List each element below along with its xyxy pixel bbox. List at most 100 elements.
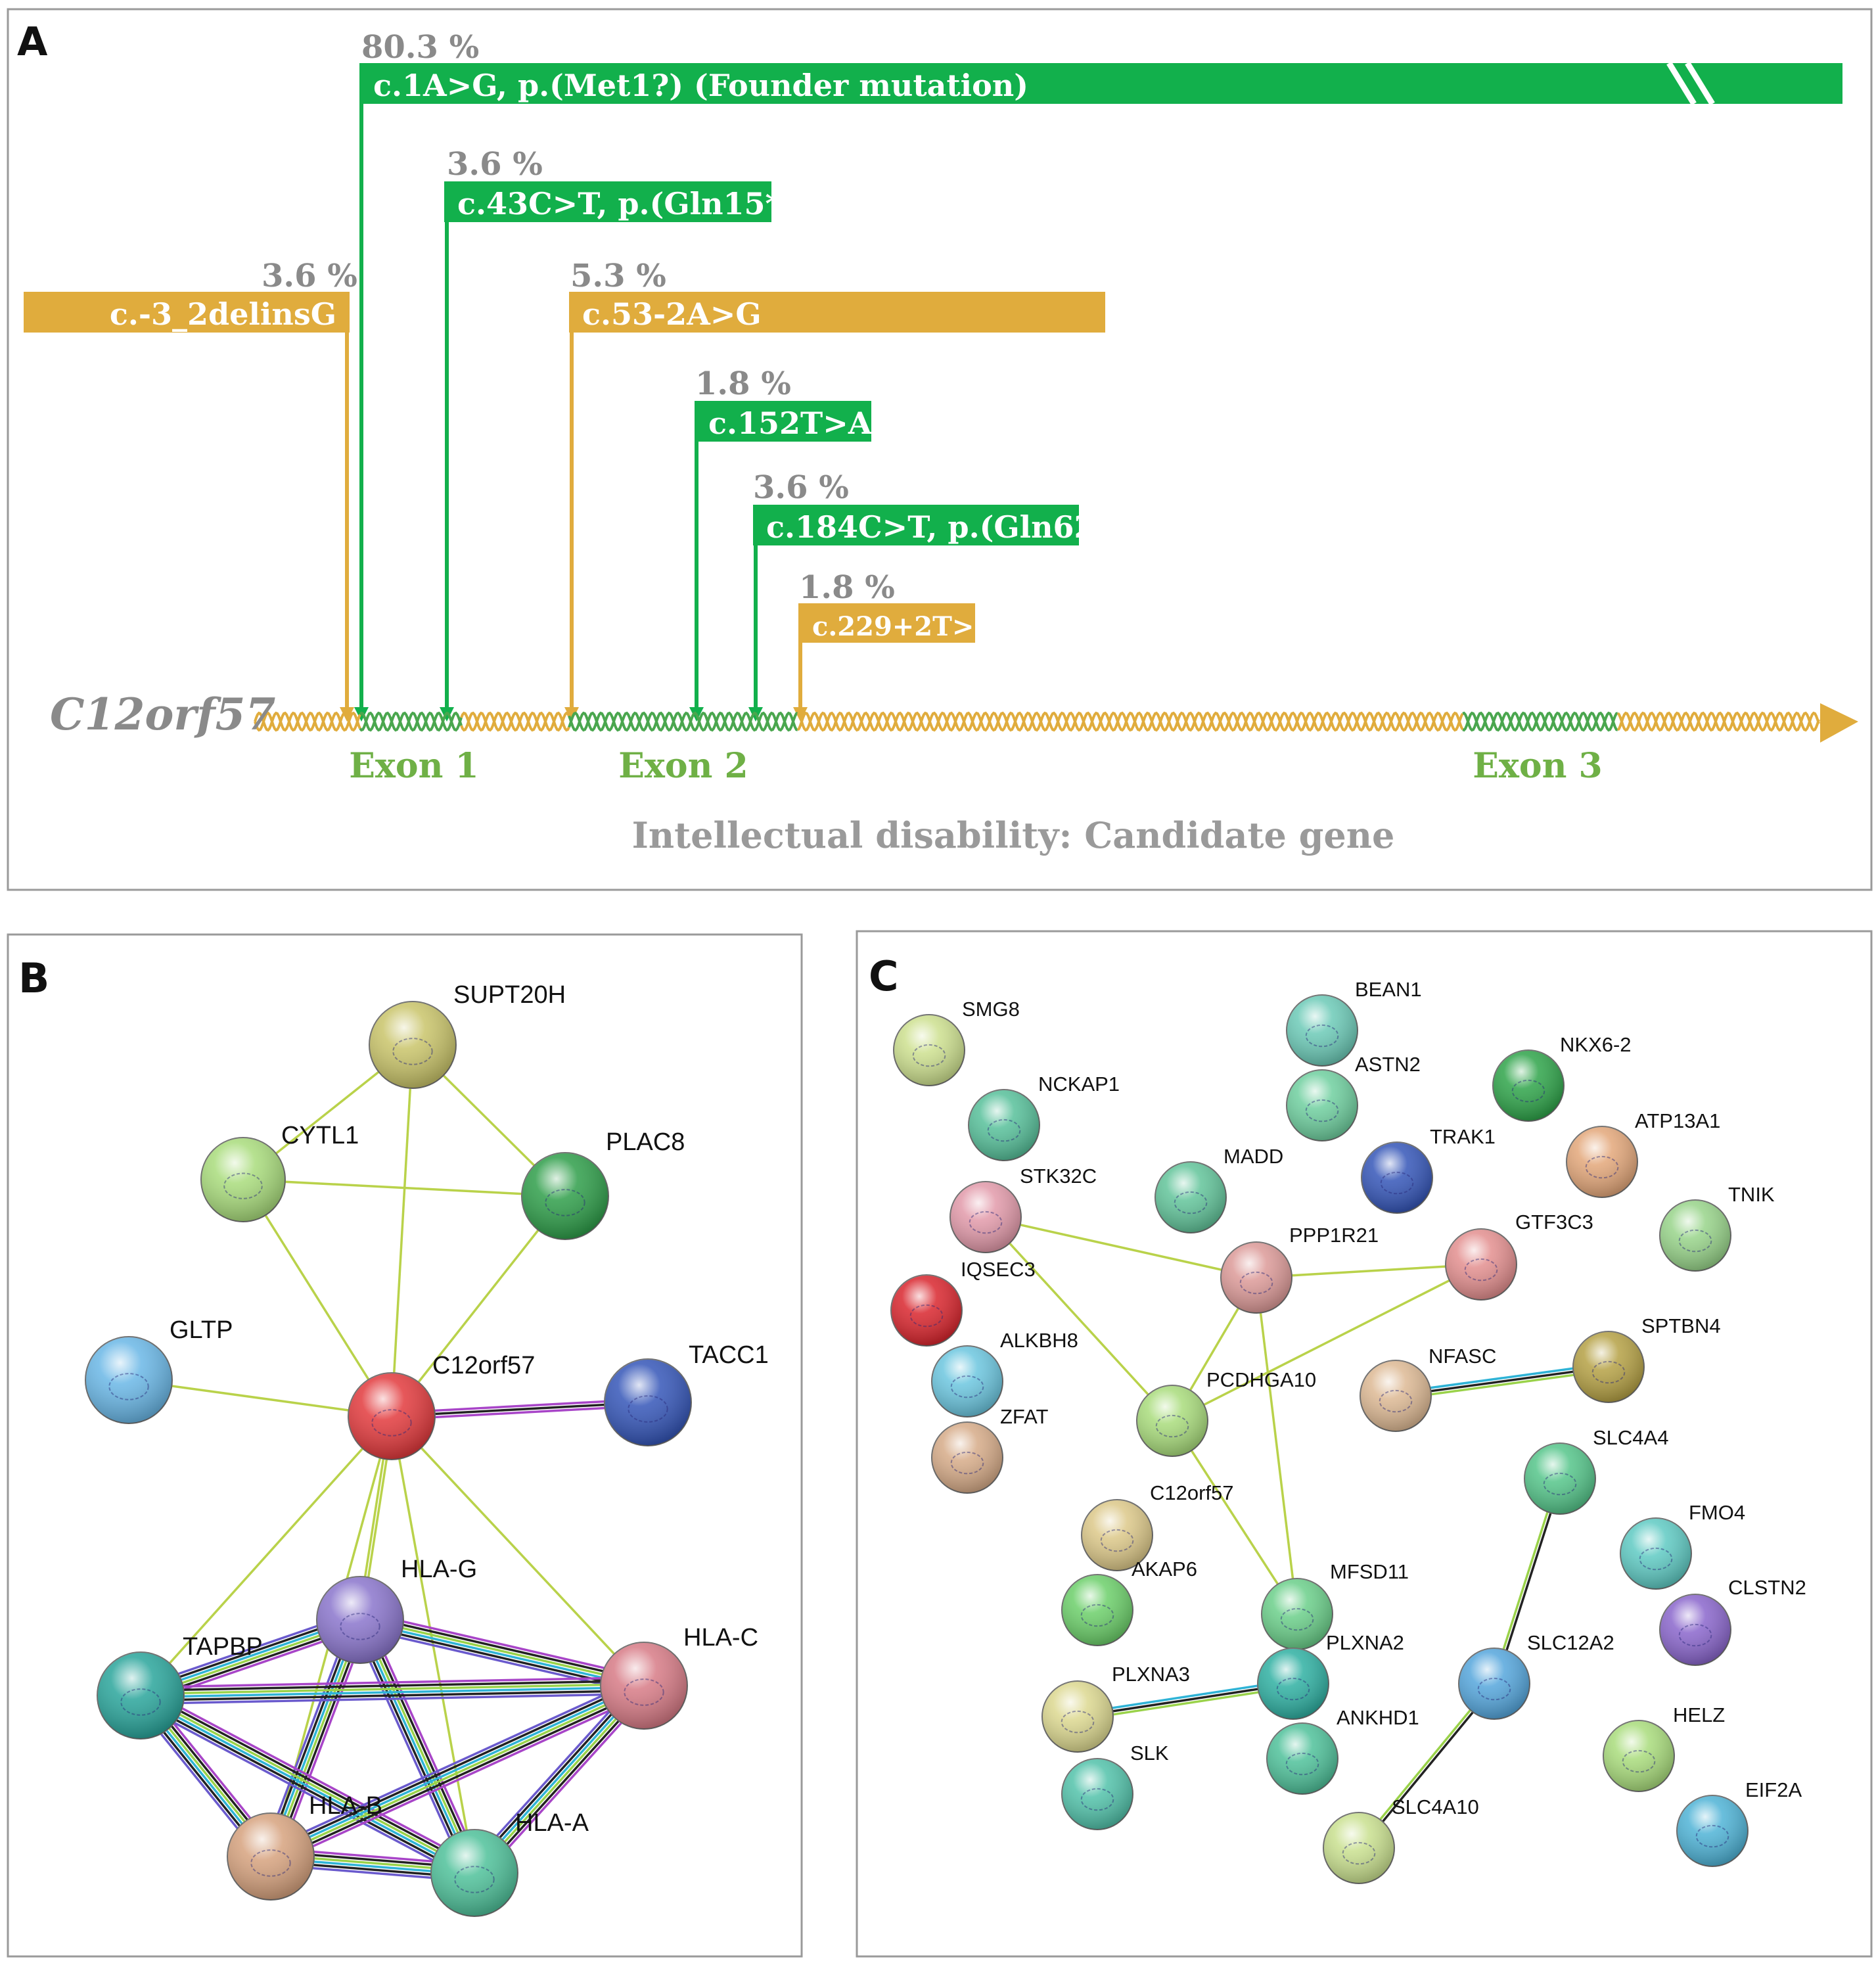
node-tapbp[interactable]: TAPBP (97, 1633, 263, 1740)
arrowhead-icon (564, 707, 579, 722)
variant-v2: 3.6 %c.43C>T, p.(Gln15*) (440, 146, 795, 722)
protein-structure-icon (1477, 1677, 1511, 1701)
node-helz[interactable]: HELZ (1603, 1703, 1725, 1792)
node-mfsd11[interactable]: MFSD11 (1261, 1560, 1409, 1650)
node-nkx6-2[interactable]: NKX6-2 (1492, 1033, 1632, 1122)
network-edge (128, 1379, 392, 1418)
protein-structure-icon (1239, 1271, 1273, 1295)
node-ankhd1[interactable]: ANKHD1 (1266, 1706, 1419, 1795)
node-alkbh8[interactable]: ALKBH8 (931, 1329, 1078, 1418)
node-c12orf57[interactable]: C12orf57 (1081, 1481, 1234, 1571)
gene-arrowhead-icon (1820, 703, 1858, 743)
gene-name: C12orf57 (50, 689, 275, 740)
node-label: PLAC8 (606, 1128, 685, 1156)
protein-structure-icon (392, 1038, 433, 1065)
network-edge (139, 1415, 393, 1697)
network-edge (984, 1216, 1174, 1422)
node-hla-c[interactable]: HLA-C (600, 1624, 758, 1730)
node-fmo4[interactable]: FMO4 (1620, 1501, 1745, 1590)
node-plxna3[interactable]: PLXNA3 (1041, 1663, 1190, 1753)
node-clstn2[interactable]: CLSTN2 (1659, 1576, 1806, 1666)
network-edge (985, 1216, 1257, 1279)
network-edge (242, 1179, 393, 1417)
node-sphere-gloss (601, 1642, 687, 1729)
protein-structure-icon (1285, 1752, 1319, 1776)
variant-v3: 3.6 %c.-3_2delinsG (24, 258, 357, 722)
variant-percent: 3.6 % (753, 469, 849, 506)
node-atp13a1[interactable]: ATP13A1 (1566, 1109, 1720, 1198)
node-madd[interactable]: MADD (1155, 1145, 1283, 1234)
exon-1-label: Exon 1 (349, 746, 478, 786)
protein-structure-icon (950, 1451, 984, 1475)
node-eif2a[interactable]: EIF2A (1676, 1778, 1802, 1867)
node-label: BEAN1 (1355, 978, 1422, 1001)
variant-percent: 1.8 % (799, 569, 895, 606)
node-bean1[interactable]: BEAN1 (1286, 978, 1422, 1067)
node-stk32c[interactable]: STK32C (949, 1165, 1097, 1253)
variant-label: c.-3_2delinsG (110, 296, 336, 332)
panel-c-letter: C (869, 952, 899, 1000)
node-hla-g[interactable]: HLA-G (316, 1556, 477, 1664)
variant-label: c.53-2A>G (582, 296, 762, 332)
variant-percent: 5.3 % (570, 258, 666, 294)
node-sphere-gloss (369, 1002, 456, 1088)
node-akap6[interactable]: AKAP6 (1061, 1558, 1197, 1646)
variant-bar (360, 63, 1842, 104)
node-tnik[interactable]: TNIK (1659, 1183, 1775, 1272)
node-nfasc[interactable]: NFASC (1360, 1345, 1496, 1432)
node-label: PLXNA3 (1112, 1663, 1190, 1686)
node-nckap1[interactable]: NCKAP1 (968, 1073, 1120, 1161)
variant-bar (799, 603, 975, 643)
node-astn2[interactable]: ASTN2 (1286, 1053, 1421, 1142)
node-iqsec3[interactable]: IQSEC3 (890, 1258, 1036, 1347)
node-sphere-gloss (1262, 1579, 1333, 1650)
intron-segment (1616, 711, 1820, 732)
node-plac8[interactable]: PLAC8 (521, 1128, 685, 1240)
node-gltp[interactable]: GLTP (85, 1316, 233, 1424)
node-slc4a4[interactable]: SLC4A4 (1524, 1426, 1668, 1515)
network-edge (144, 1687, 479, 1867)
network-edge (141, 1693, 476, 1873)
node-gtf3c3[interactable]: GTF3C3 (1445, 1211, 1593, 1301)
node-c12orf57[interactable]: C12orf57 (348, 1352, 535, 1460)
node-sphere-gloss (227, 1813, 314, 1900)
node-slk[interactable]: SLK (1061, 1742, 1169, 1830)
network-edge (269, 1683, 644, 1857)
node-supt20h[interactable]: SUPT20H (369, 981, 566, 1089)
panel-a: A 80.3 %c.1A>G, p.(Met1?) (Founder mutat… (7, 8, 1873, 891)
protein-structure-icon (624, 1678, 664, 1706)
network-edge (361, 1613, 646, 1682)
node-cytl1[interactable]: CYTL1 (200, 1122, 359, 1222)
node-sphere-gloss (85, 1337, 172, 1423)
network-edge (141, 1689, 645, 1702)
protein-structure-icon (371, 1409, 412, 1437)
node-sphere-gloss (1360, 1360, 1431, 1431)
variant-percent: 80.3 % (361, 29, 479, 66)
node-hla-b[interactable]: HLA-B (227, 1792, 382, 1901)
variant-label: c.152T>A (708, 405, 873, 441)
node-hla-a[interactable]: HLA-A (430, 1809, 589, 1917)
node-slc12a2[interactable]: SLC12A2 (1458, 1631, 1614, 1720)
node-tacc1[interactable]: TACC1 (604, 1341, 769, 1446)
node-label: NFASC (1429, 1345, 1496, 1368)
protein-structure-icon (108, 1373, 149, 1400)
node-zfat[interactable]: ZFAT (931, 1405, 1049, 1494)
network-edge (140, 1682, 644, 1696)
node-label: STK32C (1020, 1165, 1097, 1188)
protein-structure-icon (1080, 1788, 1114, 1811)
node-ppp1r21[interactable]: PPP1R21 (1220, 1224, 1379, 1314)
node-sphere-gloss (891, 1275, 962, 1346)
protein-structure-icon (1305, 1099, 1339, 1122)
panel-a-frame (7, 8, 1873, 891)
node-trak1[interactable]: TRAK1 (1361, 1125, 1496, 1214)
node-sphere-gloss (1258, 1648, 1329, 1719)
node-smg8[interactable]: SMG8 (893, 998, 1020, 1086)
node-plxna2[interactable]: PLXNA2 (1257, 1631, 1404, 1720)
node-slc4a10[interactable]: SLC4A10 (1323, 1795, 1479, 1884)
node-sphere-gloss (1221, 1242, 1292, 1313)
exon-segment (359, 711, 463, 732)
node-pcdhga10[interactable]: PCDHGA10 (1136, 1368, 1316, 1457)
protein-structure-icon (1622, 1749, 1656, 1773)
node-sptbn4[interactable]: SPTBN4 (1572, 1314, 1721, 1403)
network-edge (137, 1699, 473, 1879)
